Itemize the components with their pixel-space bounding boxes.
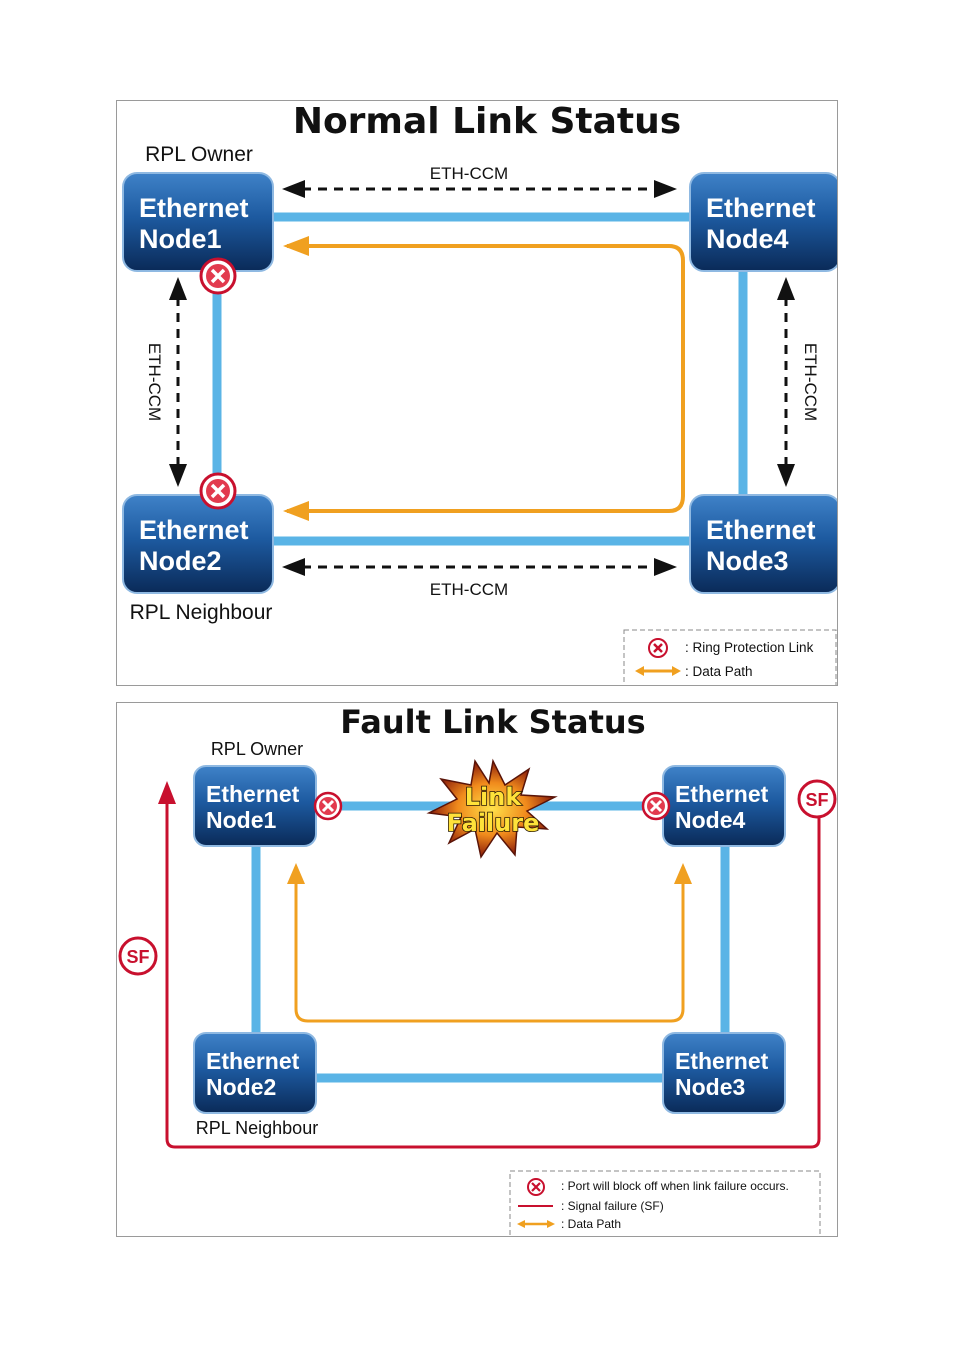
data-path-arrowhead — [283, 236, 309, 256]
node-3: Ethernet Node3 — [689, 494, 837, 594]
node-line2: Node3 — [675, 1074, 745, 1100]
data-path-arrowhead — [674, 863, 692, 884]
node-line2: Node4 — [706, 224, 789, 254]
block-x-icon — [199, 257, 237, 295]
sf-badge-text: SF — [805, 790, 828, 810]
rpl-neighbour-label: RPL Neighbour — [130, 601, 273, 624]
rpl-owner-label: RPL Owner — [211, 739, 303, 759]
link-failure-burst: Link Failure — [426, 758, 558, 859]
rpl-neighbour-label: RPL Neighbour — [196, 1118, 318, 1138]
node-line1: Ethernet — [206, 781, 300, 807]
data-path-legend-icon — [517, 1220, 555, 1228]
legend: : Port will block off when link failure … — [509, 1170, 821, 1236]
eth-ccm-right — [777, 277, 795, 487]
node-line2: Node3 — [706, 546, 789, 576]
fault-link-status-panel: Fault Link Status RPL Owner RPL Neighbou… — [116, 702, 838, 1237]
node-line1: Ethernet — [139, 193, 249, 223]
eth-ccm-top — [282, 180, 677, 198]
node-line1: Ethernet — [675, 781, 769, 807]
node-4: Ethernet Node4 — [689, 172, 837, 272]
eth-ccm-bottom — [282, 558, 677, 576]
node-line2: Node1 — [139, 224, 222, 254]
node-3: Ethernet Node3 — [662, 1032, 786, 1114]
node-line1: Ethernet — [706, 193, 816, 223]
legend: : Ring Protection Link : Data Path — [623, 629, 837, 685]
sf-badge-text: SF — [126, 947, 149, 967]
sf-badge: SF — [797, 779, 837, 819]
signal-failure-path — [158, 781, 821, 1149]
legend-rpl-text: : Ring Protection Link — [685, 640, 814, 655]
legend-data-path-text: : Data Path — [561, 1217, 621, 1231]
normal-diagram: Normal Link Status RPL Owner RPL Neighbo… — [122, 101, 837, 685]
ring-links — [251, 801, 730, 1083]
eth-ccm-right-label: ETH-CCM — [801, 343, 820, 421]
ring-links — [212, 212, 748, 546]
eth-ccm-top-label: ETH-CCM — [430, 164, 508, 183]
block-x-icon — [313, 791, 343, 821]
sf-badge: SF — [118, 936, 158, 976]
data-path — [287, 244, 685, 513]
panel-title: Normal Link Status — [293, 101, 681, 142]
normal-link-status-panel: Normal Link Status RPL Owner RPL Neighbo… — [116, 100, 838, 686]
legend-block-text: : Port will block off when link failure … — [561, 1179, 789, 1193]
block-x-icon — [648, 638, 668, 658]
data-path-arrowhead — [287, 863, 305, 884]
node-4: Ethernet Node4 — [662, 765, 786, 847]
block-x-icon — [199, 472, 237, 510]
data-path-legend-icon — [635, 666, 681, 676]
node-line2: Node1 — [206, 807, 277, 833]
node-line1: Ethernet — [706, 515, 816, 545]
node-line1: Ethernet — [139, 515, 249, 545]
panel-title: Fault Link Status — [340, 703, 645, 741]
node-1: Ethernet Node1 — [122, 172, 274, 272]
legend-data-path-text: : Data Path — [685, 664, 753, 679]
node-line2: Node2 — [139, 546, 222, 576]
eth-ccm-left — [169, 277, 187, 487]
node-line1: Ethernet — [675, 1048, 769, 1074]
fault-diagram: Fault Link Status RPL Owner RPL Neighbou… — [118, 703, 837, 1236]
burst-text-line1: Link — [465, 783, 523, 811]
legend-sf-text: : Signal failure (SF) — [561, 1199, 664, 1213]
burst-text-line2: Failure — [447, 809, 540, 837]
node-1: Ethernet Node1 — [193, 765, 317, 847]
data-path-arrowhead — [283, 501, 309, 521]
node-2: Ethernet Node2 — [122, 494, 274, 594]
eth-ccm-bottom-label: ETH-CCM — [430, 580, 508, 599]
node-line2: Node2 — [206, 1074, 276, 1100]
node-line2: Node4 — [675, 807, 746, 833]
block-x-icon — [641, 791, 671, 821]
data-path — [294, 883, 685, 1023]
eth-ccm-left-label: ETH-CCM — [145, 343, 164, 421]
node-2: Ethernet Node2 — [193, 1032, 317, 1114]
block-x-icon — [527, 1178, 545, 1196]
node-line1: Ethernet — [206, 1048, 300, 1074]
rpl-owner-label: RPL Owner — [145, 143, 253, 166]
